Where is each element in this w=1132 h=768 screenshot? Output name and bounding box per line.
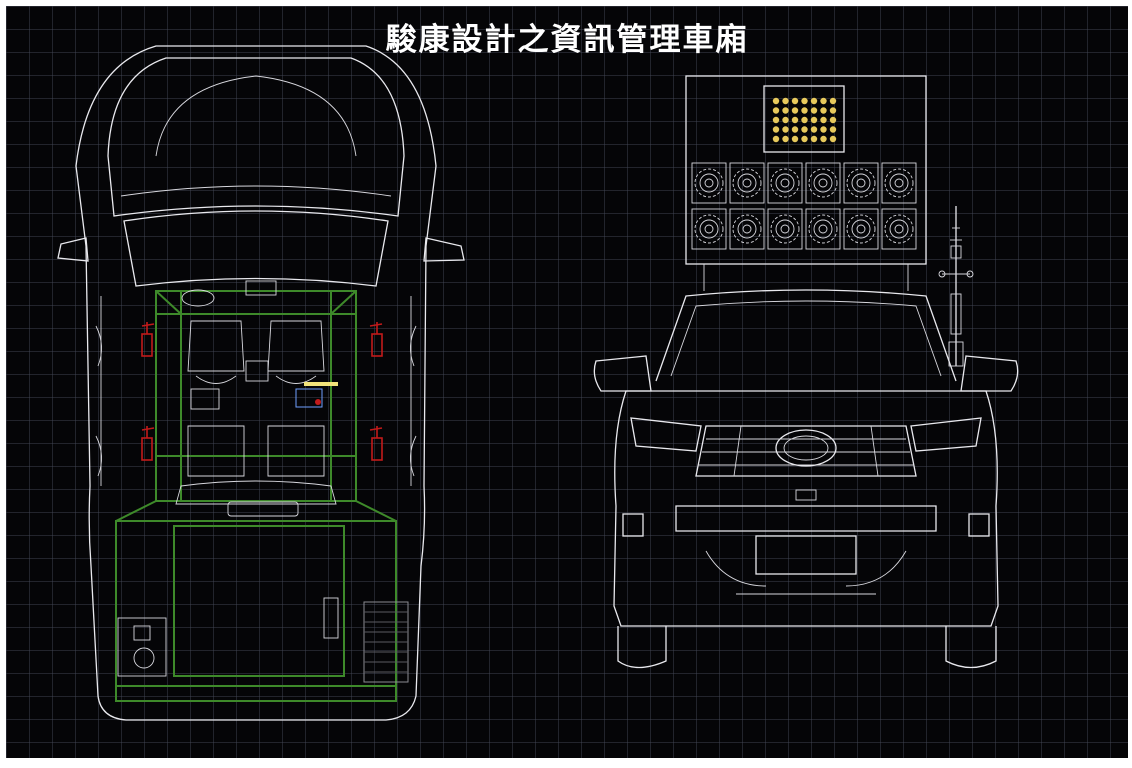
led-dot: [782, 107, 789, 114]
left-tire: [617, 626, 667, 669]
led-dot: [820, 116, 827, 124]
speaker: [767, 162, 803, 204]
speaker: [881, 208, 917, 250]
speaker: [805, 162, 841, 204]
front-seats: [187, 320, 325, 384]
antenna-mast: [938, 206, 974, 367]
fire-extinguisher: [369, 322, 383, 357]
top-view: [57, 45, 465, 721]
led-dot: [772, 135, 780, 143]
cabin-frame: [155, 290, 357, 502]
led-dot: [791, 97, 799, 105]
left-headlight: [630, 417, 702, 452]
speaker: [805, 208, 841, 250]
right-fog-light: [968, 513, 990, 537]
led-dot: [801, 107, 808, 114]
speaker-array: [691, 162, 917, 250]
vent-grille: [363, 601, 409, 683]
cad-canvas: 駿康設計之資訊管理車廂: [6, 6, 1128, 758]
emblem: [775, 429, 837, 467]
truck-roof: [655, 289, 957, 382]
hood: [107, 57, 405, 217]
led-dot: [782, 116, 789, 124]
speaker: [767, 208, 803, 250]
led-dot: [810, 116, 818, 124]
led-dot: [829, 135, 837, 143]
fire-extinguisher: [141, 322, 155, 357]
grille: [695, 425, 917, 477]
control-panel: [295, 388, 323, 408]
led-dot: [810, 135, 818, 143]
truck-body-outline: [613, 390, 999, 627]
speaker: [729, 208, 765, 250]
cargo-frame: [115, 520, 397, 702]
right-mirror: [960, 355, 1019, 392]
led-dot: [810, 126, 818, 133]
led-dot: [791, 135, 799, 143]
led-panel-frame: [763, 85, 845, 153]
left-fog-light: [622, 513, 644, 537]
page-title: 駿康設計之資訊管理車廂: [385, 22, 749, 58]
left-mirror: [57, 237, 89, 262]
led-dot: [782, 135, 789, 143]
fire-extinguisher: [141, 426, 155, 461]
front-view: [593, 75, 1019, 669]
led-dot: [829, 97, 837, 105]
led-dot: [829, 107, 837, 114]
speaker: [843, 162, 879, 204]
led-dot: [782, 126, 789, 133]
led-dot: [801, 97, 808, 105]
led-dot: [791, 107, 799, 114]
led-dot: [801, 135, 808, 143]
speaker: [691, 162, 727, 204]
windshield: [123, 210, 389, 287]
license-plate: [755, 535, 857, 575]
led-dot: [820, 126, 827, 133]
led-dot: [820, 107, 827, 114]
led-dot: [829, 126, 837, 133]
led-dot: [772, 116, 780, 124]
front-bumper: [675, 505, 937, 532]
speaker: [881, 162, 917, 204]
led-dot: [801, 126, 808, 133]
right-headlight: [910, 417, 982, 452]
speaker: [843, 208, 879, 250]
drawing: [57, 45, 1019, 721]
left-mirror: [593, 355, 652, 392]
led-dot: [810, 97, 818, 105]
right-tire: [945, 626, 997, 669]
equipment-box: [190, 388, 220, 410]
led-dot: [772, 107, 780, 114]
led-dot: [810, 107, 818, 114]
led-display: [772, 97, 837, 143]
speaker: [729, 162, 765, 204]
rear-seats: [175, 425, 337, 505]
led-dot: [829, 116, 837, 124]
fire-extinguisher: [369, 426, 383, 461]
car-body-outline: [75, 45, 437, 721]
led-dot: [791, 126, 799, 133]
speaker: [691, 208, 727, 250]
led-dot: [820, 97, 827, 105]
cargo-cabinet: [117, 617, 167, 677]
sign-board: [685, 75, 927, 265]
led-dot: [791, 116, 799, 124]
right-mirror: [423, 237, 465, 262]
led-dot: [782, 97, 789, 105]
accent-bar: [304, 382, 338, 386]
led-dot: [801, 116, 808, 124]
led-dot: [820, 135, 827, 143]
led-dot: [772, 97, 780, 105]
center-console: [245, 360, 269, 382]
led-dot: [772, 126, 780, 133]
